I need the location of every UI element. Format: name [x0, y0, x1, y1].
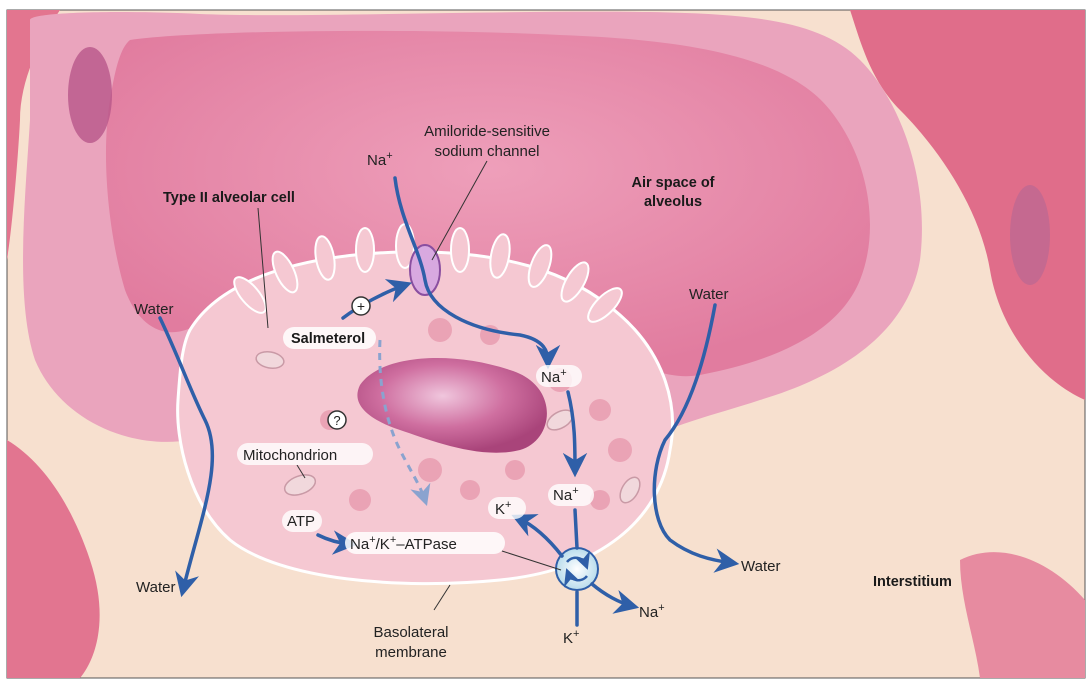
- mitochondrion-label: Mitochondrion: [243, 447, 337, 464]
- amiloride-label-line1: Amiloride-sensitive: [424, 123, 550, 140]
- water-left-bottom-label: Water: [136, 579, 175, 596]
- atp-label: ATP: [287, 513, 315, 530]
- basolateral-label-line2: membrane: [375, 644, 447, 661]
- air-space-label-line1: Air space of: [632, 175, 715, 191]
- salmeterol-label: Salmeterol: [291, 331, 365, 347]
- water-right-top-label: Water: [689, 286, 728, 303]
- red-cell-right: [1010, 185, 1050, 285]
- amiloride-label-line2: sodium channel: [434, 143, 539, 160]
- amiloride-sensitive-sodium-channel: [410, 245, 440, 295]
- basolateral-label-line1: Basolateral: [373, 624, 448, 641]
- svg-text:+: +: [357, 298, 365, 314]
- interstitium-label: Interstitium: [873, 574, 952, 590]
- air-space-label-line2: alveolus: [644, 194, 702, 210]
- na-k-atpase-label: Na+/K+–ATPase: [350, 534, 457, 553]
- question-symbol: ?: [328, 411, 346, 429]
- salmeterol-plus-symbol: +: [352, 297, 370, 315]
- svg-text:?: ?: [333, 413, 340, 428]
- water-left-top-label: Water: [134, 301, 173, 318]
- water-right-bottom-label: Water: [741, 558, 780, 575]
- red-cell-left: [68, 47, 112, 143]
- type-ii-alveolar-cell-label: Type II alveolar cell: [163, 190, 295, 206]
